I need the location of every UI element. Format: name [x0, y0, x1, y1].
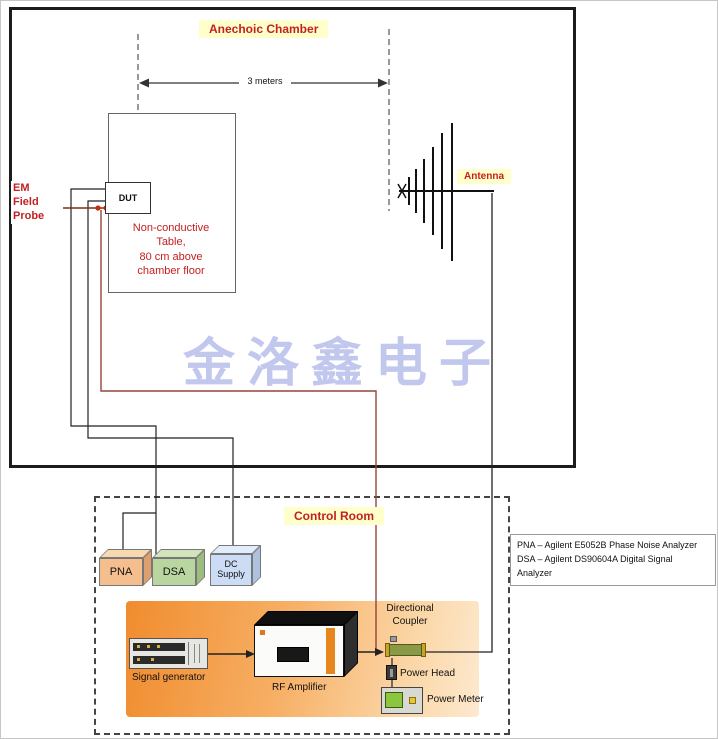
rf-amplifier-top-face	[254, 611, 358, 625]
dut-box: DUT	[105, 182, 151, 214]
power-meter-button	[409, 697, 416, 704]
dc-supply-front-face: DC Supply	[210, 554, 252, 586]
control-room-title: Control Room	[284, 507, 384, 525]
pna-front-face: PNA	[99, 558, 143, 586]
table-note-line: 80 cm above	[139, 250, 203, 263]
rf-amplifier-device	[254, 611, 360, 677]
directional-coupler-label-line: Directional	[386, 603, 434, 614]
instrument-dc-supply: DC Supply	[210, 545, 261, 586]
signal-generator-display-row	[133, 643, 185, 651]
rf-amplifier-label: RF Amplifier	[272, 682, 327, 693]
probe-label-line: Probe	[13, 209, 45, 222]
coupler-port	[390, 636, 397, 642]
signal-generator-label: Signal generator	[132, 672, 206, 683]
power-meter-label: Power Meter	[427, 694, 484, 705]
legend-line-2: DSA – Agilent DS90604A Digital Signal An…	[517, 553, 673, 578]
table-note-line: chamber floor	[137, 264, 205, 277]
power-head-icon	[386, 665, 397, 680]
pna-label: PNA	[109, 565, 133, 578]
legend-box: PNA – Agilent E5052B Phase Noise Analyze…	[510, 534, 716, 586]
signal-generator-device	[129, 638, 208, 669]
probe-label-line: EM	[13, 182, 30, 194]
probe-label-line: Field	[13, 195, 39, 208]
power-meter-device	[381, 687, 423, 714]
rf-amplifier-front-face	[254, 625, 344, 677]
antenna-label: Antenna	[457, 169, 511, 184]
power-meter-screen	[385, 692, 403, 708]
power-head-label: Power Head	[400, 668, 456, 679]
em-field-probe-label: EM Field Probe	[11, 181, 63, 225]
anechoic-chamber-box	[9, 7, 576, 468]
dc-supply-side-face	[252, 545, 261, 586]
signal-generator-connector-panel	[188, 642, 205, 665]
table-note: Non-conductive Table, 80 cm above chambe…	[111, 221, 231, 278]
directional-coupler-label: Directional Coupler	[382, 602, 438, 628]
dc-supply-label-line: Supply	[217, 569, 245, 579]
directional-coupler-label-line: Coupler	[392, 616, 428, 627]
legend-line-1: PNA – Agilent E5052B Phase Noise Analyze…	[517, 540, 698, 550]
dsa-front-face: DSA	[152, 558, 196, 586]
directional-coupler-device	[385, 636, 426, 658]
dut-label: DUT	[118, 193, 138, 203]
instrument-pna: PNA	[99, 549, 152, 586]
table-note-line: Table,	[156, 236, 186, 249]
dsa-label: DSA	[162, 565, 186, 578]
coupler-body	[389, 644, 422, 656]
rf-amplifier-stripe	[326, 628, 335, 674]
instrument-dsa: DSA	[152, 549, 205, 586]
signal-generator-display-row	[133, 656, 185, 664]
chamber-title: Anechoic Chamber	[199, 20, 329, 38]
table-note-line: Non-conductive	[132, 222, 210, 234]
distance-label: 3 meters	[239, 76, 291, 86]
rf-amplifier-logo	[260, 630, 265, 635]
rf-amplifier-screen	[277, 647, 309, 662]
